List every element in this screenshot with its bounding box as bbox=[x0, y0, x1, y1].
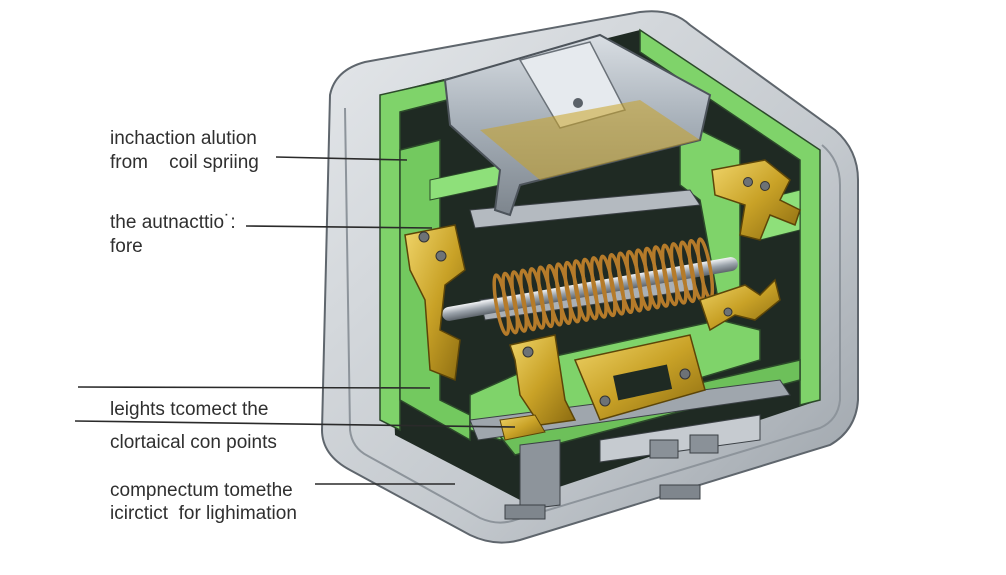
screw-icon bbox=[599, 395, 611, 407]
label-attraction-line1: the autnacttio˙: bbox=[110, 212, 236, 233]
leader-attraction bbox=[245, 225, 433, 229]
armature-pivot-icon bbox=[573, 98, 583, 108]
screw-icon bbox=[522, 346, 534, 358]
armature bbox=[443, 33, 712, 217]
coil-spring bbox=[442, 237, 738, 336]
label-attraction-line2: fore bbox=[110, 236, 143, 257]
label-coil-spring-line1: inchaction alution bbox=[110, 128, 257, 149]
brass-contacts bbox=[404, 159, 801, 441]
label-coil-spring-line2: from coil spriing bbox=[110, 152, 259, 173]
screw-icon bbox=[760, 181, 770, 191]
leader-lines bbox=[74, 156, 516, 485]
label-contacts-line1: leights tcomect the bbox=[110, 399, 269, 420]
terminal-pins bbox=[504, 434, 719, 520]
leader-coil-spring bbox=[275, 156, 408, 161]
leader-contacts-1 bbox=[77, 386, 431, 389]
label-bottom-line1: compnectum tomethe bbox=[110, 480, 293, 501]
screw-icon bbox=[679, 368, 691, 380]
screw-icon bbox=[723, 307, 733, 317]
label-bottom-line2: icirctict for lighimation bbox=[110, 503, 297, 524]
screw-icon bbox=[743, 177, 753, 187]
leader-contacts-2 bbox=[74, 420, 516, 428]
label-contacts-line2: clortaical con points bbox=[110, 432, 277, 453]
screw-icon bbox=[418, 231, 430, 243]
screw-icon bbox=[435, 250, 447, 262]
